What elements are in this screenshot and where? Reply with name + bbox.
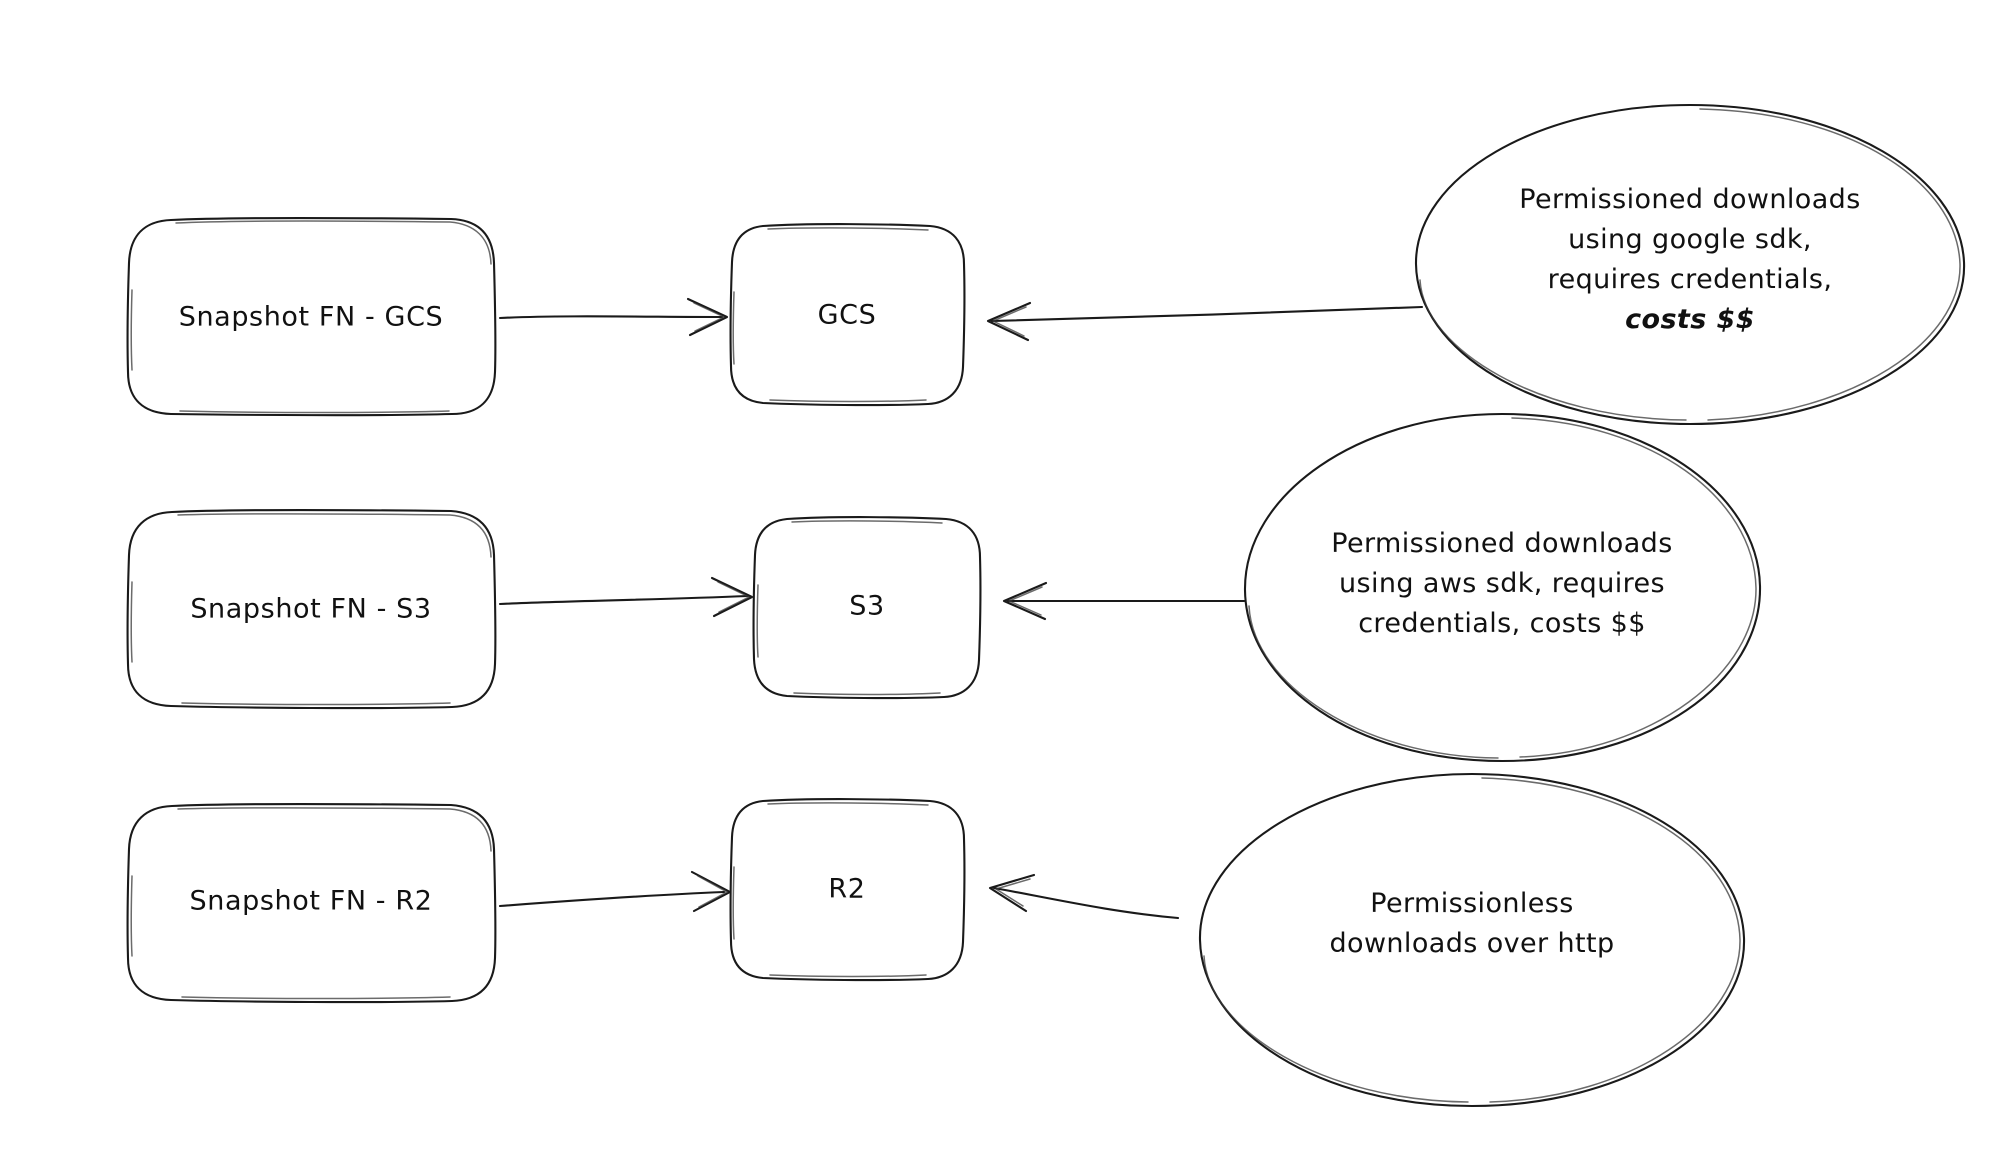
note-s3-line-2: using aws sdk, requires (1339, 568, 1665, 599)
note-gcs-line-3: requires credentials, (1548, 264, 1833, 295)
arrow-snapshot-r2-to-r2 (498, 870, 732, 913)
node-label-r2: R2 (828, 874, 865, 905)
note-s3-line-1: Permissioned downloads (1331, 528, 1672, 559)
node-label-snapshot-fn-s3: Snapshot FN - S3 (190, 594, 431, 625)
note-gcs-line-2: using google sdk, (1568, 224, 1812, 255)
node-label-snapshot-fn-r2: Snapshot FN - R2 (190, 886, 433, 917)
arrow-snapshot-s3-to-s3 (498, 576, 754, 618)
note-s3-line-3: credentials, costs $$ (1358, 608, 1646, 639)
arrow-snapshot-gcs-to-gcs (498, 297, 729, 337)
arrow-note-gcs-to-gcs (986, 301, 1424, 342)
node-snapshot-fn-r2[interactable]: Snapshot FN - R2 (126, 802, 497, 1004)
node-snapshot-fn-s3[interactable]: Snapshot FN - S3 (126, 508, 497, 710)
node-r2[interactable]: R2 (729, 798, 966, 982)
node-gcs[interactable]: GCS (729, 223, 966, 407)
arrow-note-s3-to-s3 (1002, 581, 1250, 621)
note-gcs-line-4: costs $$ (1625, 304, 1755, 335)
node-label-gcs: GCS (818, 300, 877, 331)
note-r2-line-1: Permissionless (1370, 888, 1573, 919)
node-s3[interactable]: S3 (752, 516, 982, 700)
node-label-s3: S3 (849, 591, 885, 622)
note-gcs-permissioned[interactable]: Permissioned downloads using google sdk,… (1414, 103, 1966, 426)
note-r2-permissionless[interactable]: Permissionless downloads over http (1198, 772, 1746, 1108)
arrow-note-r2-to-r2 (988, 873, 1180, 920)
note-gcs-line-1: Permissioned downloads (1519, 184, 1860, 215)
note-r2-line-2: downloads over http (1329, 928, 1614, 959)
node-label-snapshot-fn-gcs: Snapshot FN - GCS (179, 302, 444, 333)
node-snapshot-fn-gcs[interactable]: Snapshot FN - GCS (126, 216, 497, 417)
note-s3-permissioned[interactable]: Permissioned downloads using aws sdk, re… (1243, 412, 1762, 763)
